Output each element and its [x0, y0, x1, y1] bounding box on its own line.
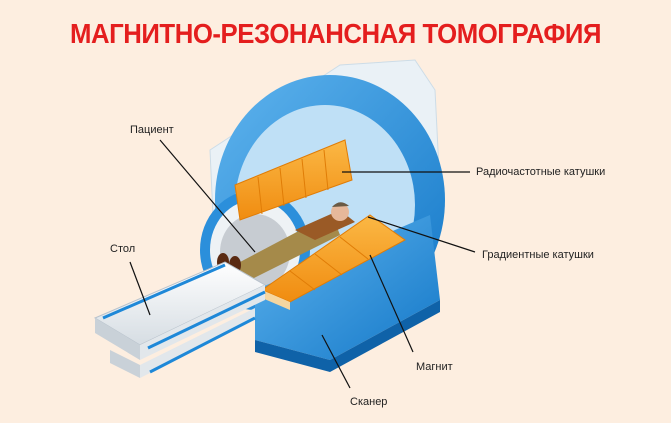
label-scanner: Сканер	[350, 396, 388, 408]
leader-patient	[159, 139, 256, 253]
label-gradient-coils: Градиентные катушки	[482, 249, 594, 261]
label-rf-coils: Радиочастотные катушки	[476, 166, 606, 178]
rf-coil	[234, 139, 353, 221]
leader-magnet	[369, 254, 414, 353]
page-title: МАГНИТНО-РЕЗОНАНСНАЯ ТОМОГРАФИЯ	[69, 18, 602, 49]
label-table: Стол	[110, 243, 136, 255]
gradient-coil	[260, 214, 406, 310]
leader-table	[129, 261, 151, 316]
label-magnet: Магнит	[416, 361, 453, 373]
patient-table	[93, 261, 267, 378]
leader-gradient-coils	[367, 216, 476, 253]
label-patient: Пациент	[130, 124, 174, 136]
leader-scanner	[321, 334, 351, 389]
scanner-base	[255, 215, 440, 372]
leader-lines	[129, 139, 476, 389]
